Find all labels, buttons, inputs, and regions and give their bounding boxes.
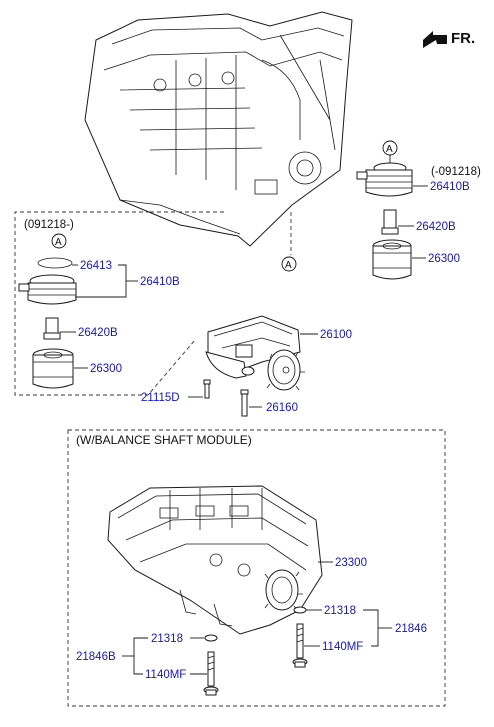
oil-pump-illustration [205, 315, 305, 391]
label-26410b-left: 26410B [140, 276, 180, 288]
label-21846b: 21846B [76, 651, 116, 663]
front-label: FR. [451, 30, 475, 47]
label-26420b-left: 26420B [78, 327, 118, 339]
label-1140mf-right: 1140MF [322, 641, 363, 653]
left-box-date-note: (091218-) [24, 219, 74, 231]
balance-shaft-box: (W/BALANCE SHAFT MODULE) 23300 21318 [67, 429, 446, 707]
label-26300-upper: 26300 [428, 253, 460, 265]
upper-right-cooler-group: A (-091218) 26410B 26420B 26300 [356, 140, 481, 280]
callout-a-upper-right: A [382, 140, 398, 156]
front-direction-indicator: FR. [423, 30, 475, 48]
label-21846: 21846 [395, 623, 427, 635]
label-26100: 26100 [320, 329, 352, 341]
left-cooler-box: (091218-) A 26413 26410B 26420B 26300 [14, 211, 224, 396]
balance-box-title: (W/BALANCE SHAFT MODULE) [76, 433, 252, 447]
front-arrow-icon [423, 31, 447, 48]
bolt-1140mf-left [203, 651, 219, 696]
label-21318-right: 21318 [324, 605, 356, 617]
label-26420b-upper: 26420B [416, 221, 456, 233]
label-26413: 26413 [80, 260, 112, 272]
svg-text:A: A [386, 144, 393, 155]
callout-a-engine: A [281, 256, 297, 272]
washer-left [204, 634, 218, 642]
bolt-26160 [240, 389, 249, 417]
bolt-1140mf-right [292, 623, 308, 668]
svg-text:A: A [55, 237, 62, 248]
callout-a-left: A [51, 233, 67, 249]
balance-shaft-module-illustration [107, 485, 323, 635]
label-26300-left: 26300 [90, 363, 122, 375]
label-26410b-upper: 26410B [430, 181, 470, 193]
label-21318-left: 21318 [151, 633, 183, 645]
bolt-21115d [203, 379, 211, 399]
engine-block-illustration [84, 11, 353, 247]
upper-right-date-note: (-091218) [431, 166, 481, 178]
label-1140mf-left: 1140MF [145, 669, 186, 681]
washer-right [293, 606, 307, 614]
label-21115d: 21115D [141, 392, 180, 404]
label-26160: 26160 [266, 402, 298, 414]
svg-text:A: A [285, 260, 292, 271]
label-23300: 23300 [335, 557, 367, 569]
